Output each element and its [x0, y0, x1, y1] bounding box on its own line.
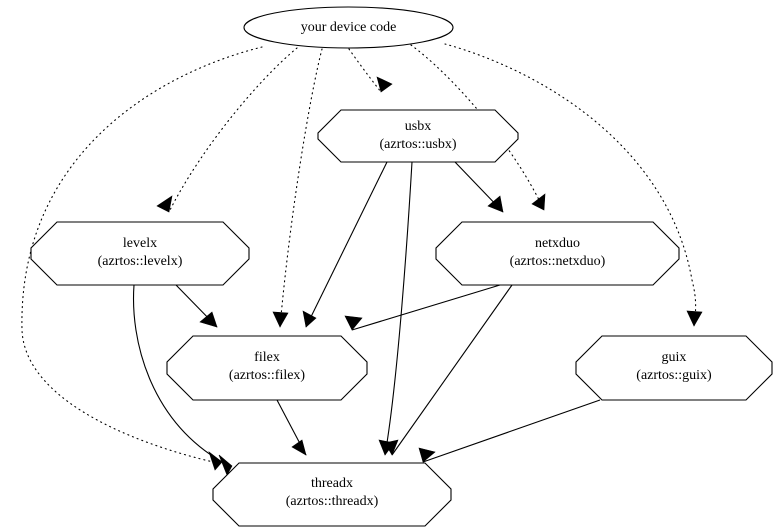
edge-line [305, 161, 388, 328]
node-label-filex-sub: (azrtos::filex) [229, 368, 306, 383]
node-shape-octagon [317, 109, 519, 163]
edge-line [21, 46, 263, 467]
node-label-levelx: levelx [123, 236, 157, 251]
arrowhead-icon [531, 193, 546, 211]
edge-usbx-to-threadx [378, 161, 413, 456]
edge-line [422, 399, 601, 463]
node-shape-ellipse [243, 6, 454, 49]
edge-levelx-to-threadx [132, 284, 223, 471]
node-shape-octagon [212, 462, 452, 527]
arrowhead-icon [156, 195, 173, 213]
edges-layer [21, 43, 703, 476]
arrowhead-icon [218, 454, 233, 476]
node-label-guix: guix [662, 350, 687, 365]
edge-netxduo-to-filex [344, 284, 501, 331]
arrowhead-icon [418, 447, 436, 463]
edge-line [384, 161, 413, 456]
arrowhead-icon [384, 439, 399, 456]
edge-line [351, 284, 501, 331]
node-guix[interactable]: guix(azrtos::guix) [575, 335, 773, 401]
node-shape-octagon [166, 335, 368, 401]
node-netxduo[interactable]: netxduo(azrtos::netxduo) [435, 221, 680, 286]
edge-levelx-to-filex [175, 284, 218, 328]
node-label-levelx-sub: (azrtos::levelx) [98, 254, 183, 269]
arrowhead-icon [291, 439, 307, 456]
edge-line [132, 284, 223, 463]
nodes-layer: your device codeusbx(azrtos::usbx)levelx… [30, 6, 773, 527]
node-levelx[interactable]: levelx(azrtos::levelx) [30, 221, 250, 286]
node-label-usbx-sub: (azrtos::usbx) [380, 137, 457, 152]
edge-device-to-levelx [156, 47, 298, 213]
node-shape-octagon [435, 221, 680, 286]
arrowhead-icon [487, 195, 504, 213]
arrowhead-icon [199, 311, 218, 328]
edge-line [391, 284, 513, 456]
edge-device-to-threadx [21, 46, 263, 476]
node-label-netxduo: netxduo [535, 236, 580, 251]
edge-netxduo-to-threadx [384, 284, 513, 456]
node-shape-octagon [30, 221, 250, 286]
node-label-threadx-sub: (azrtos::threadx) [286, 494, 379, 509]
arrowhead-icon [272, 311, 289, 328]
arrowhead-icon [376, 76, 393, 93]
arrowhead-icon [302, 310, 317, 328]
node-label-usbx: usbx [405, 119, 431, 134]
node-label-filex: filex [254, 350, 280, 365]
edge-line [348, 48, 382, 93]
node-threadx[interactable]: threadx(azrtos::threadx) [212, 462, 452, 527]
node-label-netxduo-sub: (azrtos::netxduo) [510, 254, 606, 269]
edge-device-to-usbx [348, 48, 393, 93]
edge-guix-to-threadx [418, 399, 601, 463]
edge-usbx-to-netxduo [454, 161, 504, 213]
edge-line [168, 47, 298, 213]
node-shape-octagon [575, 335, 773, 401]
arrowhead-icon [344, 315, 363, 331]
node-device[interactable]: your device code [243, 6, 454, 49]
edge-device-to-guix [444, 43, 703, 327]
node-label-threadx: threadx [311, 476, 353, 491]
edge-usbx-to-filex [302, 161, 388, 328]
arrowhead-icon [686, 310, 703, 327]
node-usbx[interactable]: usbx(azrtos::usbx) [317, 109, 519, 163]
arrowhead-icon [208, 451, 223, 471]
edge-filex-to-threadx [276, 399, 307, 456]
edge-device-to-filex [272, 48, 323, 328]
node-label-guix-sub: (azrtos::guix) [636, 368, 712, 383]
edge-line [279, 48, 323, 328]
node-label-device: your device code [301, 20, 397, 35]
node-filex[interactable]: filex(azrtos::filex) [166, 335, 368, 401]
